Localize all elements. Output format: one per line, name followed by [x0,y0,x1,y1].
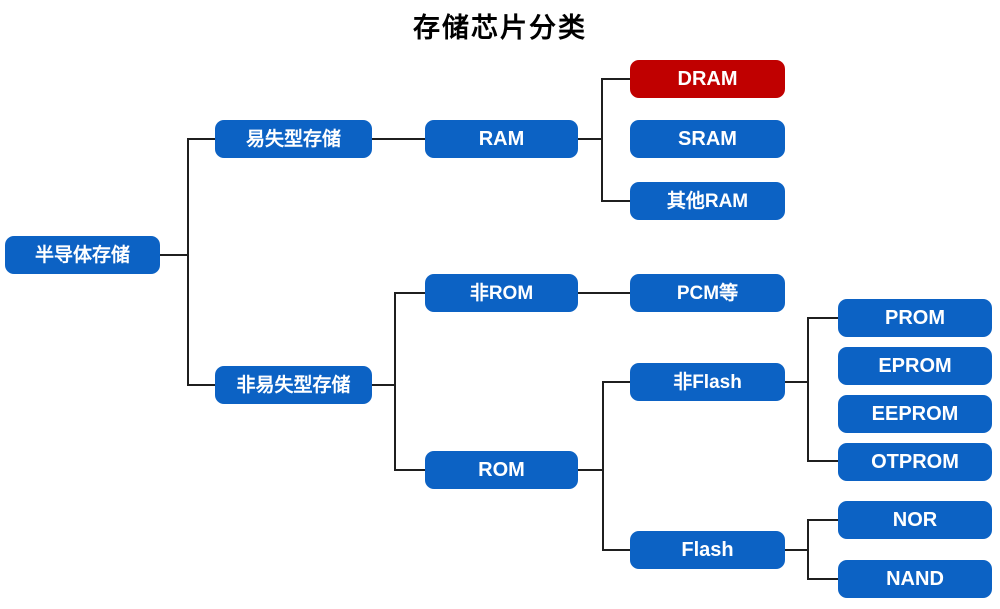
connector-ram-to-children [577,78,631,202]
node-label: Flash [681,539,734,561]
node-eprom: EPROM [838,347,992,385]
node-label: 其他RAM [666,190,749,212]
connector-rom-to-children [577,381,631,551]
node-dram-highlighted: DRAM [630,60,785,98]
node-label: 易失型存储 [245,128,341,150]
node-prom: PROM [838,299,992,337]
node-sram: SRAM [630,120,785,158]
node-nonvolatile-storage: 非易失型存储 [215,366,372,404]
node-semiconductor-storage: 半导体存储 [5,236,160,274]
node-eeprom: EEPROM [838,395,992,433]
node-flash: Flash [630,531,785,569]
node-non-flash: 非Flash [630,363,785,401]
connector-nonvolatile-to-children [371,292,426,471]
node-volatile-storage: 易失型存储 [215,120,372,158]
node-otprom: OTPROM [838,443,992,481]
node-label: NOR [892,509,938,531]
node-label: 半导体存储 [34,244,130,266]
node-label: RAM [478,128,525,150]
connector-flash-to-children [784,519,839,580]
node-label: OTPROM [871,451,959,473]
node-label: PROM [885,307,945,329]
node-nor: NOR [838,501,992,539]
node-other-ram: 其他RAM [630,182,785,220]
node-rom: ROM [425,451,578,489]
node-label: 非Flash [673,371,742,393]
node-label: SRAM [678,128,737,150]
connector-nonflash-to-children [784,317,839,462]
node-pcm: PCM等 [630,274,785,312]
node-label: DRAM [677,68,738,90]
node-ram: RAM [425,120,578,158]
node-non-rom: 非ROM [425,274,578,312]
node-label: EPROM [878,355,952,377]
node-label: 非ROM [469,282,534,304]
node-label: 非易失型存储 [236,374,351,396]
node-label: EEPROM [871,403,959,425]
connector-root-to-level1 [159,138,216,386]
diagram-title: 存储芯片分类 [413,13,587,44]
node-label: ROM [478,459,525,481]
node-label: NAND [886,568,944,590]
node-nand: NAND [838,560,992,598]
node-label: PCM等 [676,282,739,304]
